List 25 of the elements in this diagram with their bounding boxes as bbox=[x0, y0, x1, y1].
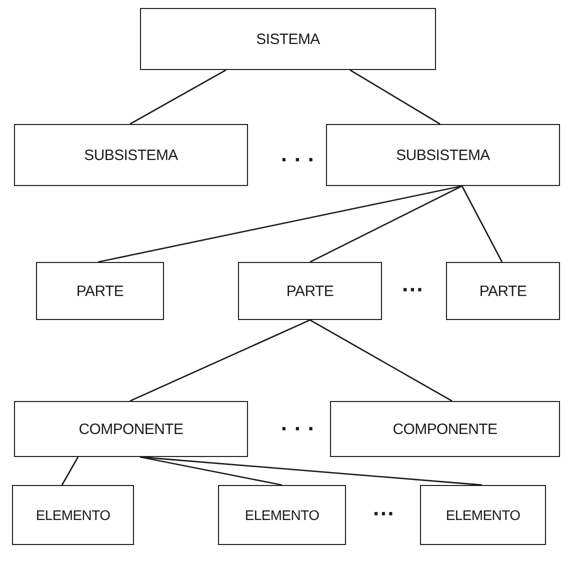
connector-line bbox=[310, 319, 452, 402]
hierarchy-box: COMPONENTE bbox=[330, 401, 560, 457]
hierarchy-box: SUBSISTEMA bbox=[14, 124, 248, 186]
connector-line bbox=[140, 456, 482, 486]
hierarchy-box: ELEMENTO bbox=[12, 485, 134, 545]
connector-line bbox=[140, 456, 282, 486]
connector-line bbox=[310, 185, 462, 263]
connector-line bbox=[130, 69, 226, 125]
hierarchy-box: COMPONENTE bbox=[14, 401, 248, 457]
connector-line bbox=[61, 456, 79, 486]
ellipsis: · · · bbox=[280, 147, 316, 173]
connector-line bbox=[461, 186, 503, 262]
connector-line bbox=[130, 319, 310, 402]
ellipsis: ··· bbox=[402, 277, 424, 303]
hierarchy-box: PARTE bbox=[238, 262, 382, 320]
ellipsis: · · · bbox=[280, 416, 316, 442]
connector-line bbox=[98, 185, 462, 263]
hierarchy-box: PARTE bbox=[36, 262, 164, 320]
hierarchy-box: SUBSISTEMA bbox=[326, 124, 560, 186]
hierarchy-box: ELEMENTO bbox=[218, 485, 346, 545]
hierarchy-box: PARTE bbox=[446, 262, 560, 320]
hierarchy-box: ELEMENTO bbox=[420, 485, 546, 545]
ellipsis: ··· bbox=[373, 501, 395, 527]
hierarchy-box: SISTEMA bbox=[140, 8, 436, 70]
connector-line bbox=[350, 69, 440, 125]
